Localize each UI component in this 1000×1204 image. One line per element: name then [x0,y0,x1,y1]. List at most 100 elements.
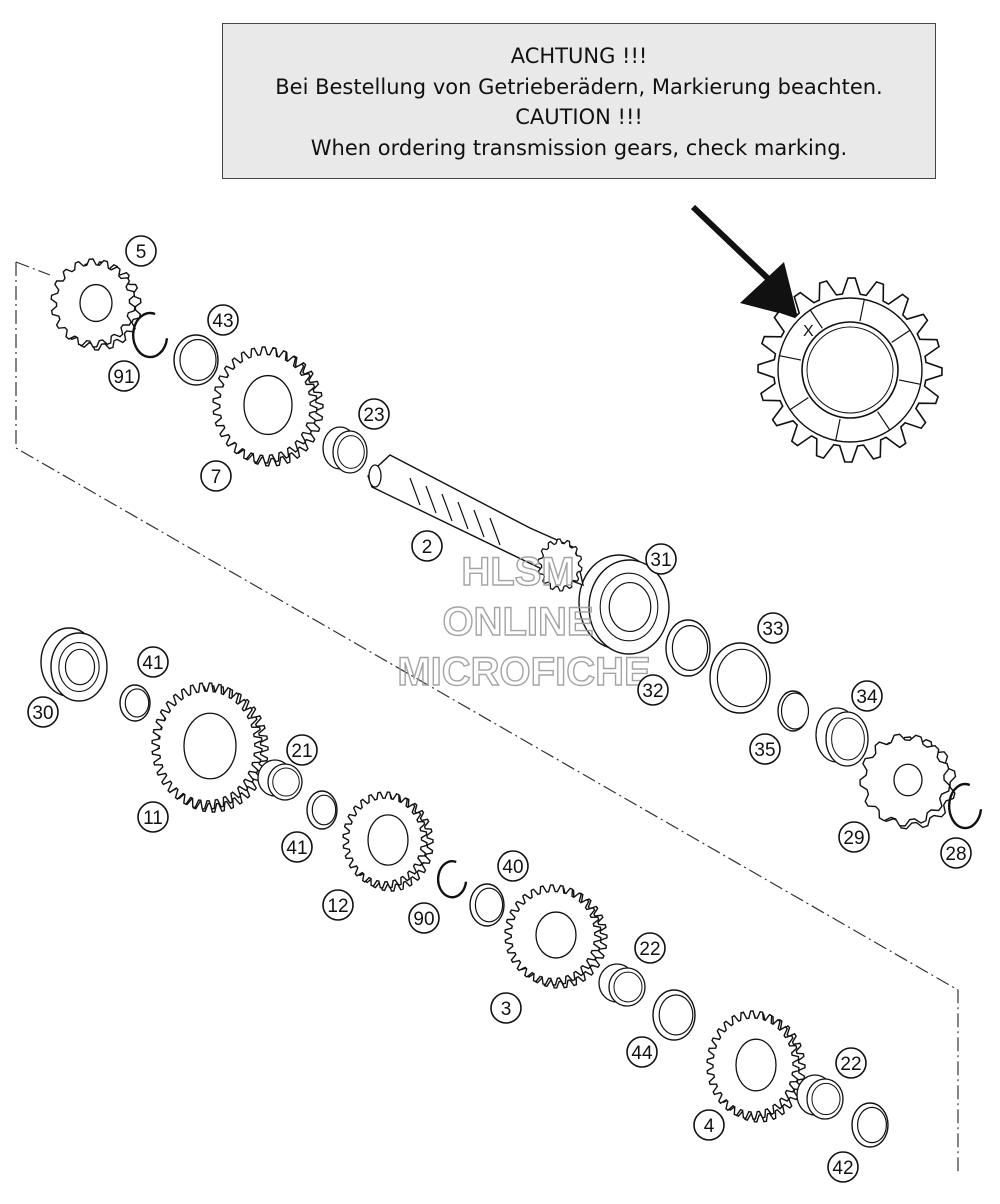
callout-circle [27,696,59,728]
callout-number: 28 [945,844,966,865]
marked-gear-bore [801,321,899,419]
callout-circle [645,543,677,575]
sprocket-29-bore [893,763,923,797]
washer-41a [119,684,151,722]
needle-bearing-22b-bore [811,1082,841,1116]
callout-circle [749,733,781,765]
callout-28: 28 [940,837,972,869]
main-shaft-spline [473,509,485,538]
washer-43 [173,334,219,386]
callout-circle [286,734,318,766]
callout-circle [108,360,140,392]
callout-number: 29 [843,828,864,849]
bearing-31 [578,554,670,655]
notice-line-german-title: ACHTUNG !!! [510,44,648,68]
watermark-line-2: ONLINE [442,600,593,644]
callout-circle [838,821,870,853]
callout-34: 34 [851,680,883,712]
callout-3: 3 [490,992,522,1024]
marked-gear-spline [891,329,911,343]
marked-gear-bore-inner [806,326,894,414]
main-shaft-end [368,464,382,488]
marked-gear-spline [779,355,802,361]
callout-90: 90 [408,902,440,934]
watermark-line-3: MICROFICHE [397,650,650,694]
snap-ring-91 [131,311,169,359]
washer-43-inner [179,338,217,382]
washer-41b-inner [311,794,337,826]
gear-5 [50,258,142,351]
callout-43: 43 [207,304,239,336]
callout-circle [827,1151,859,1183]
marking-detail: X [690,204,943,463]
marking-arrow [690,204,783,293]
callout-number: 40 [502,857,523,878]
callout-4: 4 [693,1109,725,1141]
bushing-34 [815,707,869,767]
callout-number: 30 [32,703,53,724]
callout-circle [411,530,443,562]
callout-22: 22 [835,1047,867,1079]
callout-number: 21 [291,741,312,762]
washer-42 [851,1102,889,1148]
circlip-28 [947,782,983,830]
callout-number: 11 [143,808,163,829]
caution-notice: ACHTUNG !!! Bei Bestellung von Getrieber… [222,23,936,179]
o-ring-35-inner [780,692,810,730]
main-shaft-spline [425,485,437,514]
callout-number: 12 [327,896,348,917]
callout-circle [200,460,232,492]
gear-7 [212,346,324,467]
callout-number: 91 [113,367,134,388]
needle-bearing-21 [257,759,303,801]
callout-circle [634,932,666,964]
marked-gear-spline [877,411,891,431]
washer-44 [652,989,696,1041]
marking-symbol: X [803,323,814,340]
callout-number: 22 [840,1054,861,1075]
callout-number: 41 [286,838,307,859]
needle-bearing-21-bore [272,767,300,797]
callout-41: 41 [281,831,313,863]
callout-number: 90 [413,909,434,930]
bearing-30-bore [64,648,96,686]
marked-gear-spline [789,397,809,411]
marked-gear [757,277,943,463]
parts-layer [40,258,983,1148]
gear-11 [151,682,269,813]
gear-3 [504,884,608,989]
callout-number: 3 [501,999,512,1020]
callout-circle [835,1047,867,1079]
marking-arrow-head [740,262,798,318]
callout-44: 44 [626,1036,658,1068]
marked-gear-spline [859,299,865,322]
callout-circle [322,889,354,921]
needle-bearing-22b [796,1074,844,1120]
main-shaft-spline [457,501,469,530]
gear-12 [342,791,434,892]
callout-2: 2 [411,530,443,562]
callout-number: 7 [211,467,222,488]
callout-circle [851,680,883,712]
sprocket-29 [859,733,957,830]
callout-91: 91 [108,360,140,392]
callout-circle [637,674,669,706]
washer-44-inner [658,994,694,1036]
washer-32 [665,619,711,677]
callout-41: 41 [137,646,169,678]
callout-40: 40 [497,850,529,882]
gear-12-bore [367,814,409,866]
callout-circle [137,646,169,678]
callout-circle [207,304,239,336]
callout-number: 23 [363,405,384,426]
callout-33: 33 [757,612,789,644]
snap-ring-90-arc [436,860,468,899]
needle-bearing-22a [598,963,646,1007]
washer-40-inner [474,887,504,923]
washer-41b [306,790,338,830]
marked-gear-spline [835,418,841,441]
callout-number: 5 [136,242,147,263]
callout-circle [358,398,390,430]
needle-bearing-23-bore [337,435,365,469]
